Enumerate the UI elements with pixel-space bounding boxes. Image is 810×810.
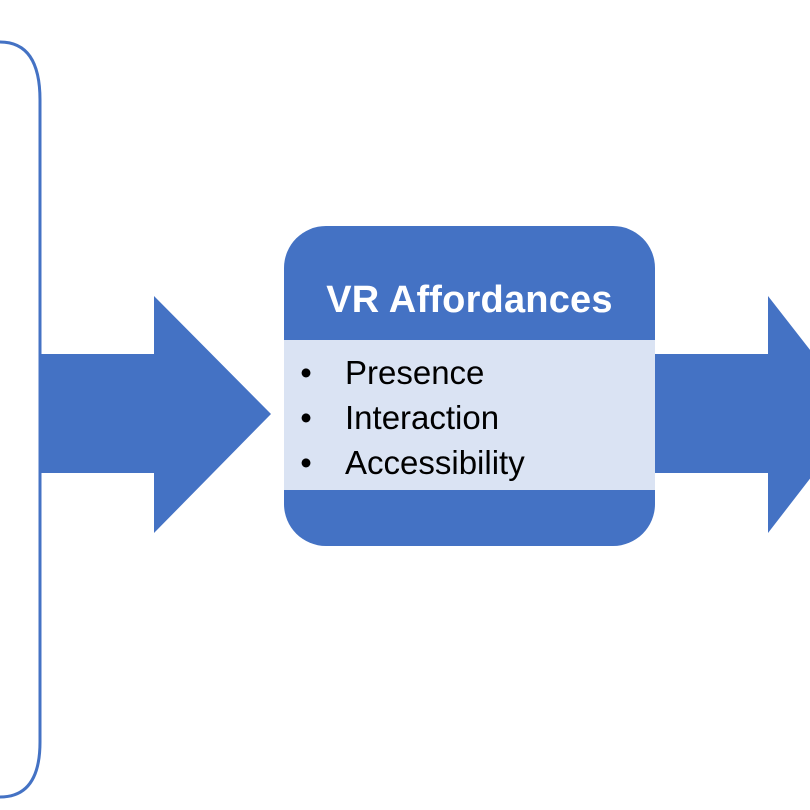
bullet-icon: • <box>300 354 312 391</box>
center-box-title: VR Affordances <box>326 279 613 321</box>
bullet-icon: • <box>300 444 312 481</box>
center-box-body: • Presence • Interaction • Accessibility <box>284 340 655 490</box>
bullet-icon: • <box>300 399 312 436</box>
list-item-label: Interaction <box>345 399 500 436</box>
bullet-list: • Presence • Interaction • Accessibility <box>284 350 655 485</box>
left-arrow <box>40 296 271 533</box>
list-item: • Presence <box>284 350 655 395</box>
list-item: • Accessibility <box>284 440 655 485</box>
left-frame-bracket <box>0 40 42 799</box>
right-arrow <box>655 296 810 533</box>
list-item-label: Presence <box>345 354 485 391</box>
list-item: • Interaction <box>284 395 655 440</box>
list-item-label: Accessibility <box>345 444 525 481</box>
center-box: VR Affordances • Presence • Interaction … <box>284 226 655 546</box>
